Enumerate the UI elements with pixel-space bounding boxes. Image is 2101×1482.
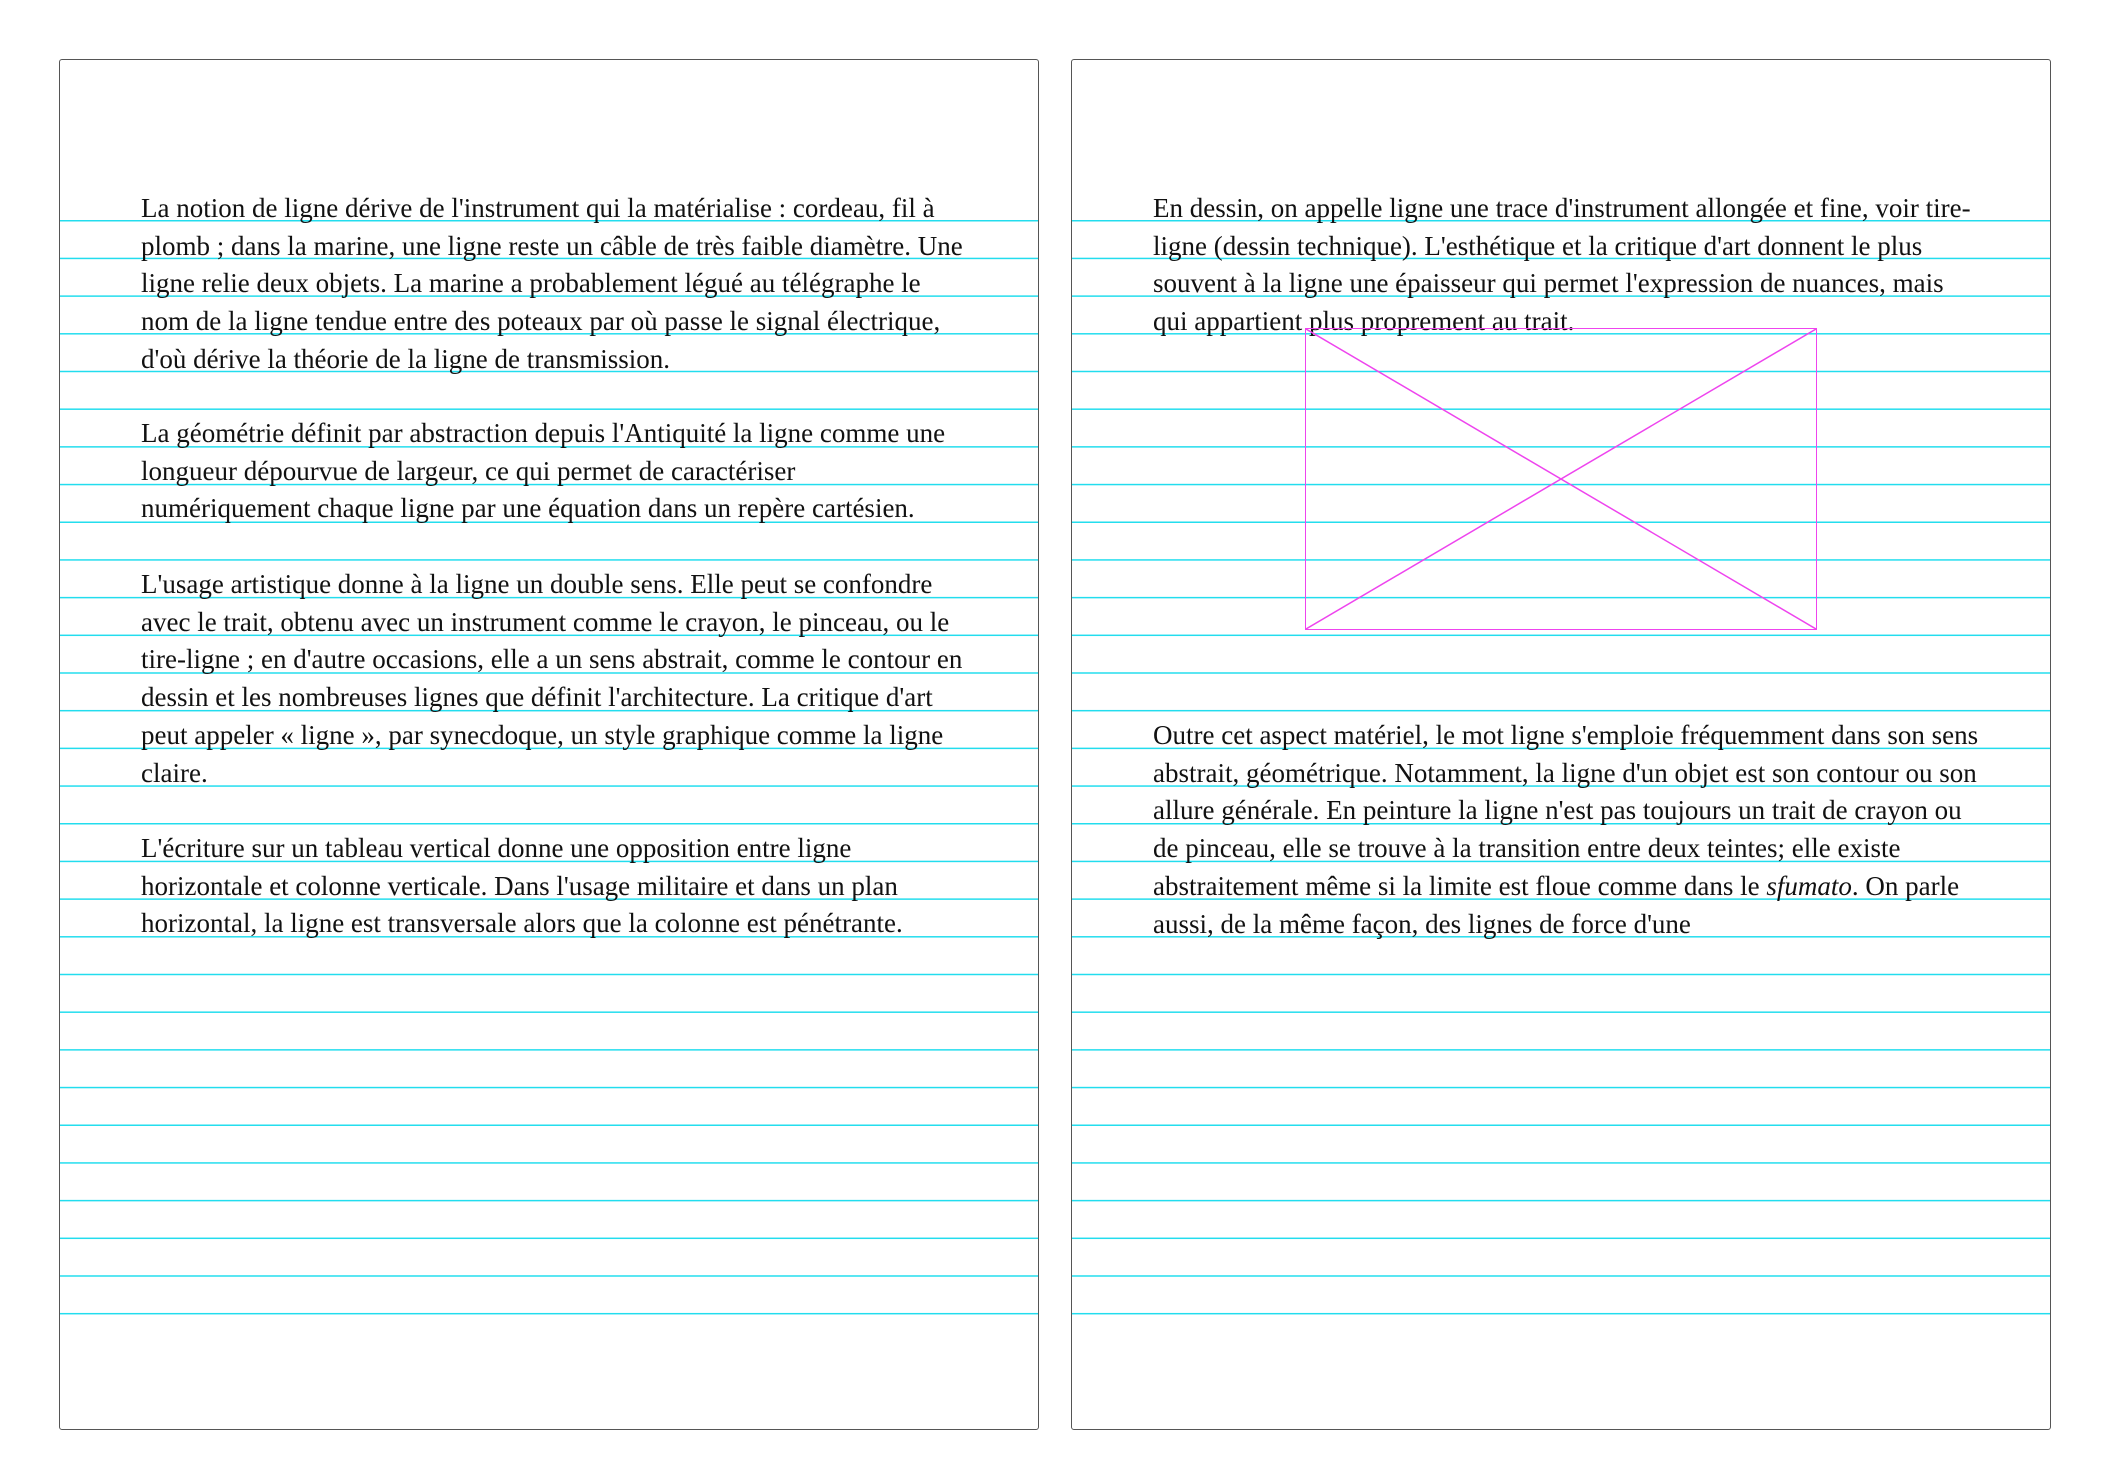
paragraph-aspect-materiel-end: . On parle aussi, de la même façon, des …	[1153, 870, 1960, 939]
paragraph-geometrie: La géométrie définit par abstraction dep…	[141, 418, 946, 524]
right-page: En dessin, on appelle ligne une trace d'…	[1071, 59, 2051, 1430]
italic-term-sfumato: sfumato	[1766, 870, 1852, 901]
paragraph-dessin: En dessin, on appelle ligne une trace d'…	[1153, 193, 1971, 337]
paragraph-aspect-materiel: Outre cet aspect matériel, le mot ligne …	[1153, 717, 1983, 943]
paragraph-ecriture: L'écriture sur un tableau vertical donne…	[141, 833, 903, 939]
paragraph-ligne-instrument: La notion de ligne dérive de l'instrumen…	[141, 193, 963, 374]
paragraph-aspect-materiel-start: Outre cet aspect matériel, le mot ligne …	[1153, 720, 1979, 901]
paragraph-usage-artistique: L'usage artistique donne à la ligne un d…	[141, 569, 963, 788]
image-placeholder-frame	[1305, 328, 1817, 630]
image-placeholder-cross	[1306, 329, 1816, 629]
left-page: La notion de ligne dérive de l'instrumen…	[59, 59, 1039, 1430]
